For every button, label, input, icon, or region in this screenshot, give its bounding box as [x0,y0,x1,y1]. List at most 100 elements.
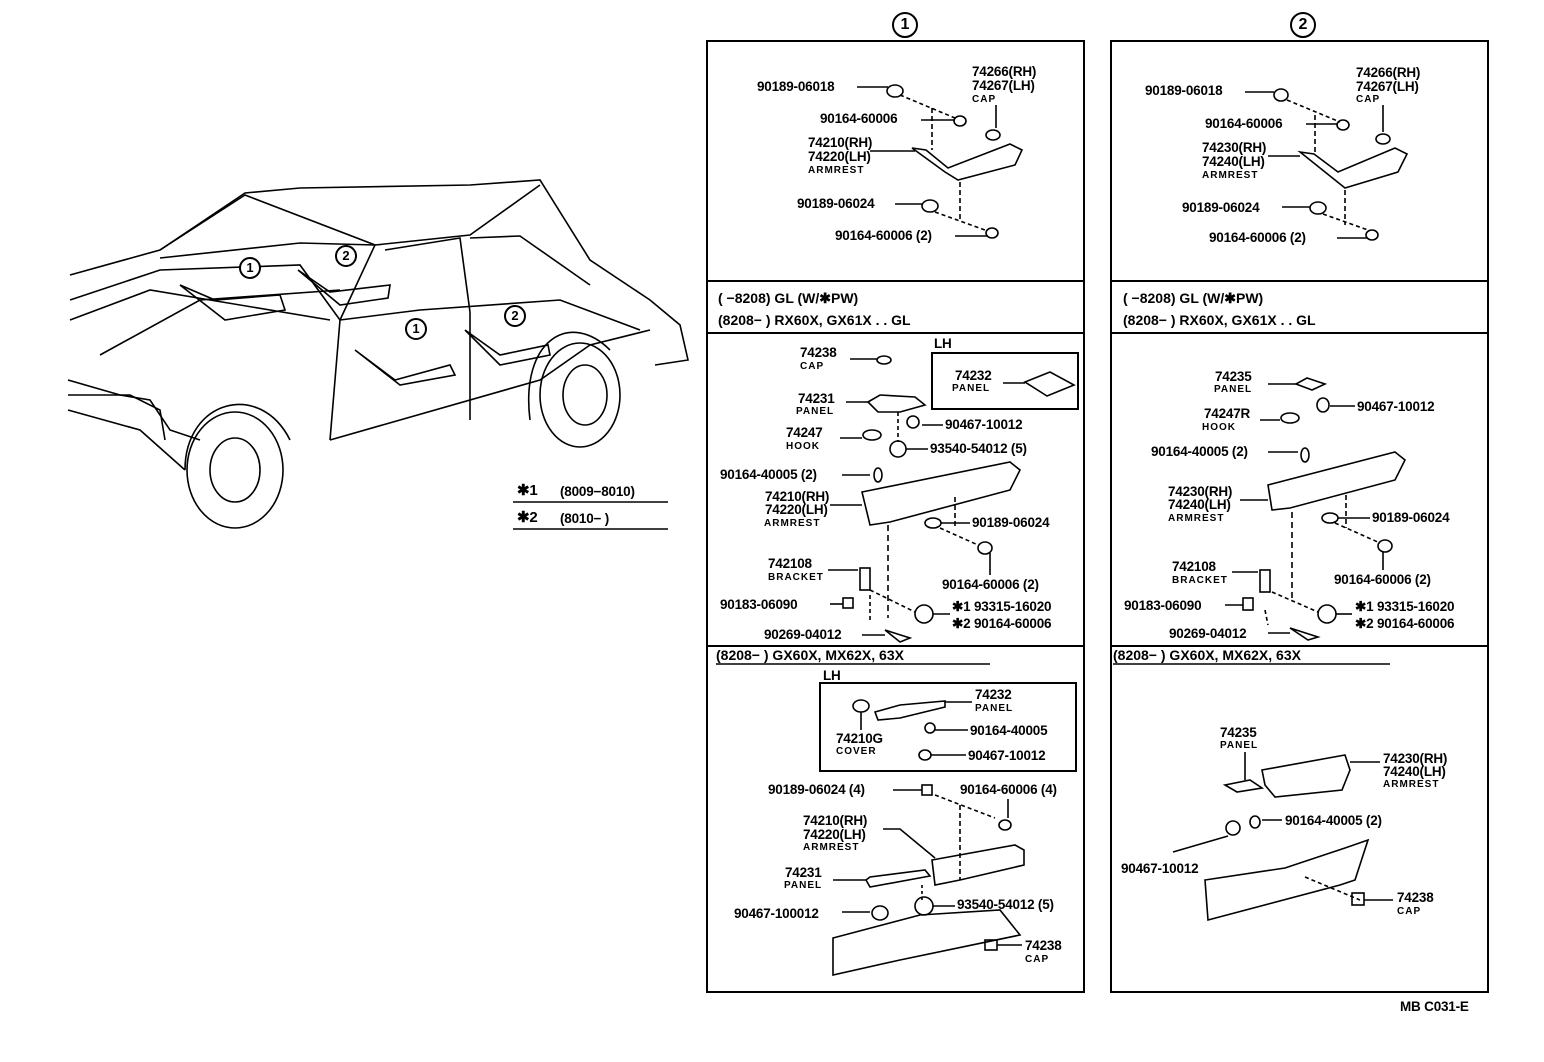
part-label[interactable]: 74231 [798,391,835,406]
part-label[interactable]: 74267(LH) [972,78,1035,93]
part-label[interactable]: 74230(RH) [1202,140,1267,155]
panel-1-lower-parts [716,663,1025,976]
part-label[interactable]: 90189-06024 [1182,200,1260,215]
part-label[interactable]: 90164-40005 (2) [720,467,817,482]
part-label[interactable]: 74220(LH) [808,149,871,164]
part-label[interactable]: 74235 [1220,725,1257,740]
part-label[interactable]: 90467-100012 [734,906,819,921]
part-label[interactable]: 74230(RH) [1383,751,1448,766]
part-label[interactable]: 90189-06024 [797,196,875,211]
part-label[interactable]: 90164-60006 (2) [1334,572,1431,587]
part-label[interactable]: 74230(RH) [1168,484,1233,499]
part-name: ARMREST [808,165,865,176]
part-label[interactable]: 74220(LH) [765,502,828,517]
part-label[interactable]: 90269-04012 [764,627,842,642]
part-label[interactable]: 74247R [1204,406,1251,421]
part-label[interactable]: 74238 [1025,938,1062,953]
part-label[interactable]: 90189-06018 [1145,83,1223,98]
part-label[interactable]: 90164-40005 (2) [1285,813,1382,828]
part-label[interactable]: 74240(LH) [1168,497,1231,512]
part-label[interactable]: ✱1 93315-16020 [952,599,1052,614]
part-name: ARMREST [764,518,821,529]
part-label[interactable]: 74238 [800,345,837,360]
part-label[interactable]: 90183-06090 [720,597,798,612]
part-label[interactable]: 74220(LH) [803,827,866,842]
part-label[interactable]: 90164-60006 (2) [942,577,1039,592]
part-label[interactable]: 90164-60006 (4) [960,782,1057,797]
part-label[interactable]: ✱2 90164-60006 [952,616,1052,631]
variant-note: (8208− ) GX60X, MX62X, 63X [1113,647,1301,663]
panel-1-middle-parts [828,355,1076,643]
part-label[interactable]: 74231 [785,865,822,880]
part-name: ARMREST [1168,513,1225,524]
part-label[interactable]: 90189-06024 (4) [768,782,865,797]
panel-2-frame [1110,40,1489,993]
part-label[interactable]: 93540-54012 (5) [957,897,1054,912]
variant-note: ( −8208) GL (W/✱PW) [1123,290,1264,306]
part-label[interactable]: 93540-54012 (5) [930,441,1027,456]
part-label[interactable]: 74266(RH) [1356,65,1421,80]
side-label: LH [934,336,952,351]
part-label[interactable]: 90189-06024 [972,515,1050,530]
car-callout-2-rear: 2 [504,305,526,327]
part-name: HOOK [786,441,820,452]
part-label[interactable]: 74247 [786,425,823,440]
part-name: HOOK [1202,422,1236,433]
part-label[interactable]: 90269-04012 [1169,626,1247,641]
part-label[interactable]: 74232 [975,687,1012,702]
variant-note: ( −8208) GL (W/✱PW) [718,290,859,306]
part-label[interactable]: 90467-10012 [945,417,1023,432]
part-label[interactable]: 90164-60006 (2) [1209,230,1306,245]
part-label[interactable]: 90189-06024 [1372,510,1450,525]
part-label[interactable]: 90467-10012 [1121,861,1199,876]
part-name: PANEL [796,406,835,417]
part-label[interactable]: 74210(RH) [803,813,868,828]
part-name: CAP [1025,954,1050,965]
part-label[interactable]: 90467-10012 [1357,399,1435,414]
panel-1-upper-parts [857,84,1024,239]
part-label[interactable]: 74240(LH) [1383,764,1446,779]
part-label[interactable]: 74267(LH) [1356,79,1419,94]
part-label[interactable]: 74232 [955,368,992,383]
legend-range-2: (8010− ) [560,511,610,526]
part-label[interactable]: 90183-06090 [1124,598,1202,613]
part-label[interactable]: 74210G [836,731,883,746]
part-name: CAP [800,361,825,372]
part-label[interactable]: 90164-40005 (2) [1151,444,1248,459]
part-label[interactable]: 74238 [1397,890,1434,905]
section-marker-1: 1 [892,12,918,38]
part-label[interactable]: 74210(RH) [765,489,830,504]
variant-note: (8208− ) GX60X, MX62X, 63X [716,647,904,663]
panel-2-upper-parts [1245,88,1409,241]
part-name: BRACKET [1172,575,1228,586]
car-callout-1-front[interactable]: 1 [239,257,261,279]
part-label[interactable]: 90189-06018 [757,79,835,94]
legend-key-2: ✱2 [517,509,538,526]
part-name: PANEL [784,880,823,891]
variant-note: (8208− ) RX60X, GX61X . . GL [1123,312,1316,328]
part-label[interactable]: 742108 [768,556,812,571]
car-illustration [67,179,689,529]
side-label: LH [823,668,841,683]
car-callout-2-front[interactable]: 2 [335,245,357,267]
part-label[interactable]: 74266(RH) [972,64,1037,79]
car-callout-1-rear[interactable]: 1 [405,318,427,340]
part-label[interactable]: ✱1 93315-16020 [1355,599,1455,614]
part-name: ARMREST [1202,170,1259,181]
part-label[interactable]: 90467-10012 [968,748,1046,763]
part-label[interactable]: ✱2 90164-60006 [1355,616,1455,631]
part-label[interactable]: 74210(RH) [808,135,873,150]
panel-2-lower-parts [1113,663,1393,922]
part-label[interactable]: 74235 [1215,369,1252,384]
part-label[interactable]: 90164-40005 [970,723,1048,738]
panel-2-middle-parts [1225,377,1407,641]
part-label[interactable]: 742108 [1172,559,1216,574]
part-label[interactable]: 90164-60006 [820,111,898,126]
part-name: CAP [1397,906,1422,917]
legend-range-1: (8009−8010) [560,484,635,499]
part-label[interactable]: 74240(LH) [1202,154,1265,169]
diagram-code: MB C031-E [1400,999,1469,1014]
part-label[interactable]: 90164-60006 [1205,116,1283,131]
part-label[interactable]: 90164-60006 (2) [835,228,932,243]
